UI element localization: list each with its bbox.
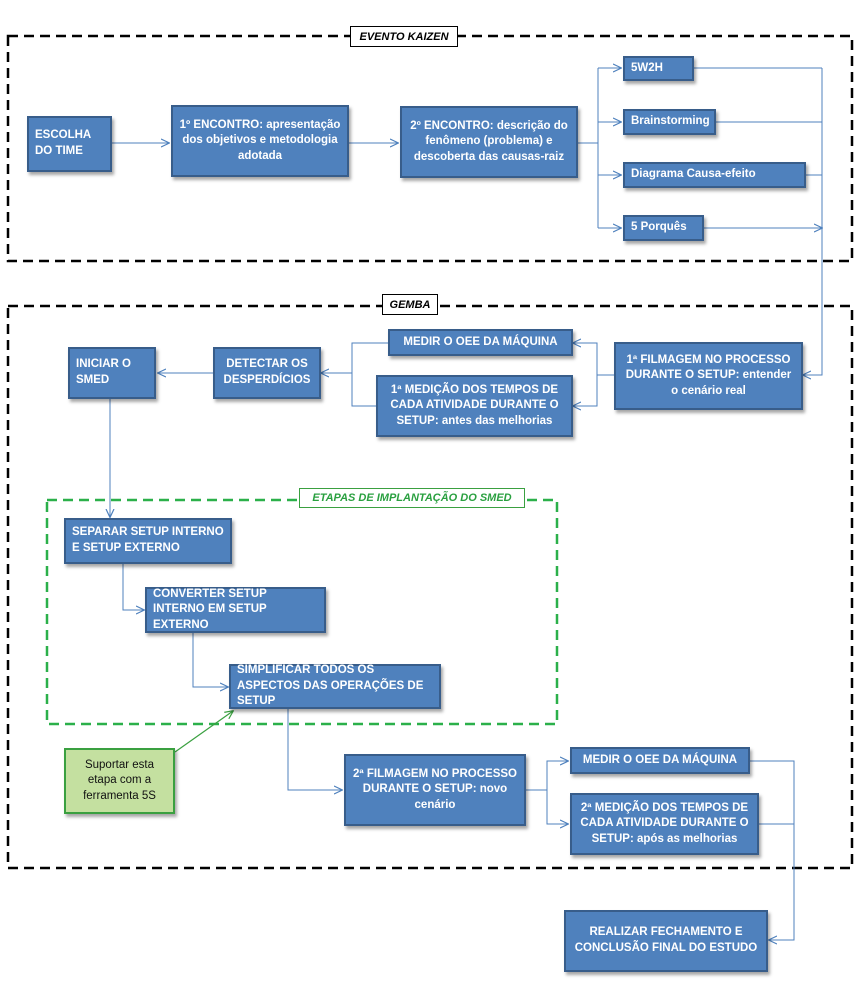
- tool-causa-efeito-box: Diagrama Causa-efeito: [623, 162, 806, 188]
- primeira-filmagem-box: 1ª FILMAGEM NO PROCESSO DURANTE O SETUP:…: [614, 342, 803, 410]
- arrow-separar-converter: [122, 564, 144, 610]
- escolha-do-time-box: ESCOLHA DO TIME: [27, 116, 112, 172]
- primeira-medicao-box: 1ª MEDIÇÃO DOS TEMPOS DE CADA ATIVIDADE …: [376, 375, 573, 437]
- evento-kaizen-label: EVENTO KAIZEN: [350, 26, 458, 47]
- arrow-encontro2-tools: [578, 68, 599, 228]
- tool-5-porques-box: 5 Porquês: [623, 215, 704, 241]
- arrow-tools-merge: [694, 67, 822, 228]
- arrow-medicao1-detectar: [351, 373, 376, 407]
- arrow-filmagem1-split: [573, 343, 614, 376]
- detectar-desperdicios-box: DETECTAR OS DESPERDÍCIOS: [213, 347, 321, 399]
- segunda-medicao-box: 2ª MEDIÇÃO DOS TEMPOS DE CADA ATIVIDADE …: [570, 793, 759, 855]
- tool-5w2h-box: 5W2H: [623, 56, 694, 81]
- arrow-filmagem2-oee2: [526, 761, 568, 791]
- converter-setup-box: CONVERTER SETUP INTERNO EM SETUP EXTERNO: [145, 587, 326, 633]
- arrow-oee2-fechamento: [750, 760, 795, 940]
- arrow-oee1-detectar: [321, 342, 388, 373]
- arrow-filmagem1-medicao1: [573, 375, 598, 406]
- arrow-simplificar-filmagem2: [287, 709, 342, 790]
- gemba-label: GEMBA: [382, 294, 438, 315]
- arrow-kaizen-to-filmagem1: [803, 68, 823, 375]
- medir-oee-2-box: MEDIR O OEE DA MÁQUINA: [570, 747, 750, 774]
- medir-oee-1-box: MEDIR O OEE DA MÁQUINA: [388, 329, 573, 356]
- tool-brainstorming-box: Brainstorming: [623, 109, 716, 135]
- simplificar-aspectos-box: SIMPLIFICAR TODOS OS ASPECTOS DAS OPERAÇ…: [229, 664, 441, 709]
- separar-setup-box: SEPARAR SETUP INTERNO E SETUP EXTERNO: [64, 518, 232, 564]
- arrow-5s-simplificar: [174, 711, 233, 753]
- segunda-filmagem-box: 2ª FILMAGEM NO PROCESSO DURANTE O SETUP:…: [344, 754, 526, 826]
- segundo-encontro-box: 2º ENCONTRO: descrição do fenômeno (prob…: [400, 106, 578, 178]
- iniciar-smed-box: INICIAR O SMED: [68, 347, 156, 399]
- primeiro-encontro-box: 1º ENCONTRO: apresentação dos objetivos …: [171, 105, 349, 177]
- arrow-converter-simplificar: [192, 633, 228, 687]
- smed-label: ETAPAS DE IMPLANTAÇÃO DO SMED: [299, 488, 525, 508]
- fechamento-box: REALIZAR FECHAMENTO E CONCLUSÃO FINAL DO…: [564, 910, 768, 972]
- arrow-filmagem2-medicao2: [546, 790, 568, 824]
- suportar-5s-box: Suportar esta etapa com a ferramenta 5S: [64, 748, 175, 814]
